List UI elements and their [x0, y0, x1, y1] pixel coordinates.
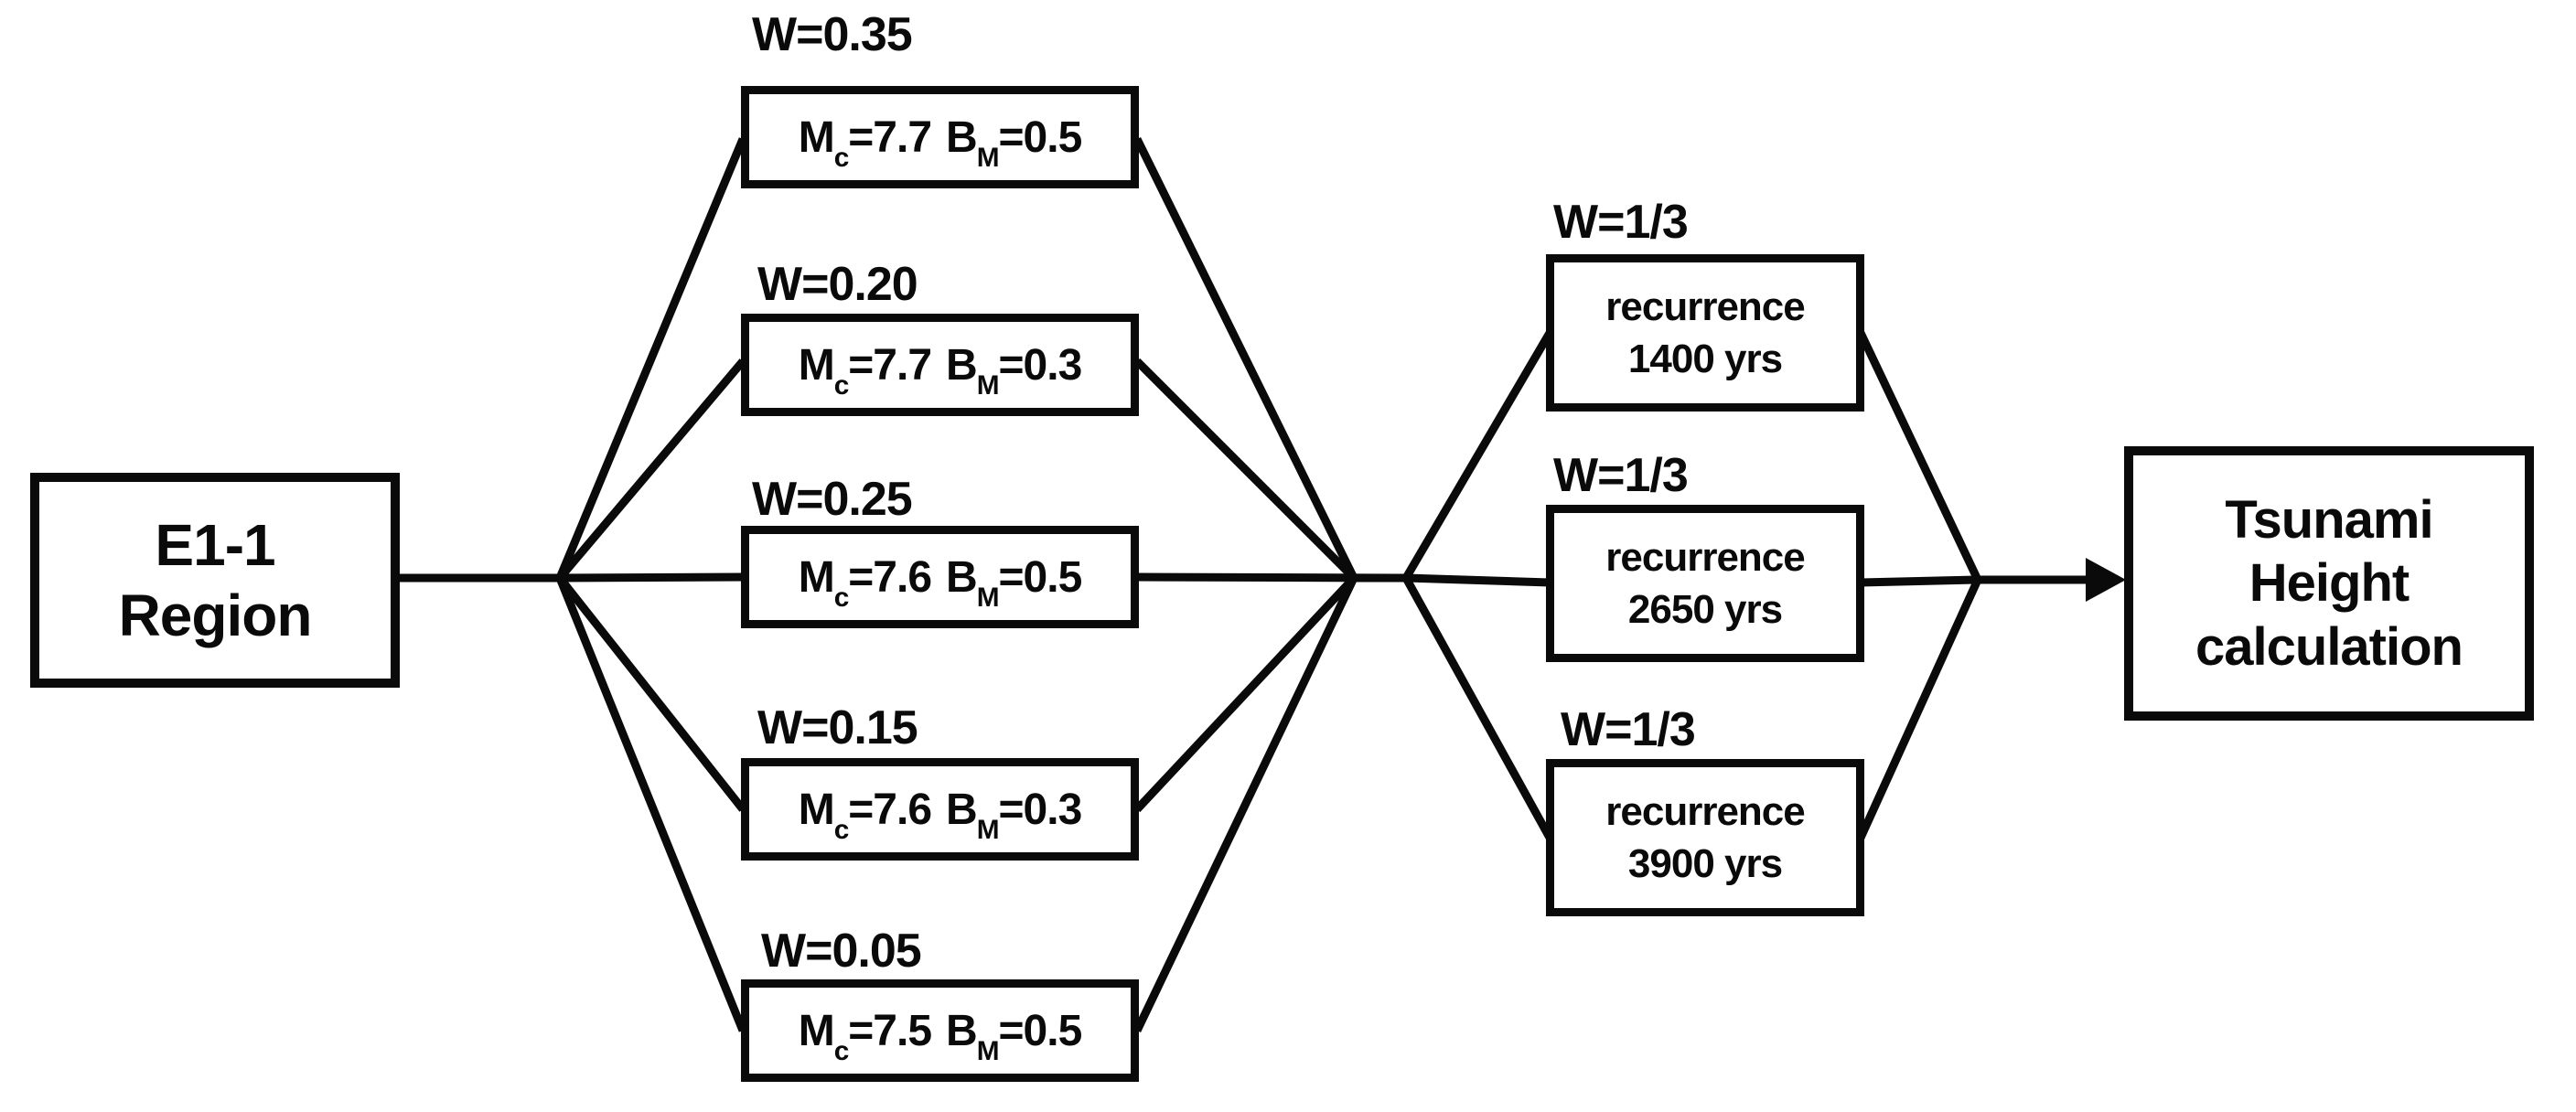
mc-value: =7.6	[848, 552, 932, 602]
mc-symbol: M	[798, 340, 835, 390]
source-region-box: E1-1 Region	[30, 473, 400, 688]
output-line1: Tsunami	[2225, 489, 2433, 550]
mc-subscript: c	[833, 583, 850, 614]
bm-symbol: B	[946, 112, 978, 162]
mc-symbol: M	[798, 552, 835, 602]
branch-weight-label: W=0.35	[752, 8, 913, 61]
source-region-line1: E1-1	[155, 511, 275, 578]
bm-subscript: M	[976, 143, 1000, 174]
branch-weight-label: W=0.25	[752, 473, 913, 526]
branch-weight-label: W=0.15	[757, 701, 918, 754]
bm-symbol: B	[946, 785, 978, 834]
recurrence-box: recurrence 1400 yrs	[1546, 254, 1864, 412]
branch-weight-label: W=0.05	[761, 925, 922, 978]
source-region-line2: Region	[118, 582, 313, 648]
recurrence-weight-label: W=1/3	[1561, 703, 1696, 756]
recurrence-years: 2650 yrs	[1627, 587, 1783, 632]
output-calculation-box: Tsunami Height calculation	[2124, 446, 2534, 721]
bm-symbol: B	[946, 1006, 978, 1055]
mc-value: =7.5	[848, 1006, 932, 1055]
bm-symbol: B	[946, 340, 978, 390]
mc-value: =7.7	[848, 112, 932, 162]
mc-subscript: c	[833, 815, 850, 846]
branch-lines	[400, 137, 2091, 1032]
recurrence-years: 1400 yrs	[1627, 337, 1783, 381]
mc-value: =7.7	[848, 340, 932, 390]
mc-symbol: M	[798, 1006, 835, 1055]
branch-weight-label: W=0.20	[757, 258, 918, 311]
recurrence-label: recurrence	[1605, 788, 1805, 834]
recurrence-weight-label: W=1/3	[1553, 449, 1689, 502]
mc-value: =7.6	[848, 785, 932, 834]
recurrence-weight-label: W=1/3	[1553, 196, 1689, 249]
bm-value: =0.5	[998, 1006, 1083, 1055]
bm-subscript: M	[976, 1036, 1000, 1067]
recurrence-label: recurrence	[1605, 534, 1805, 580]
bm-symbol: B	[946, 552, 978, 602]
recurrence-years: 3900 yrs	[1627, 841, 1783, 886]
mc-subscript: c	[833, 1036, 850, 1067]
bm-value: =0.5	[998, 112, 1083, 162]
recurrence-label: recurrence	[1605, 283, 1805, 329]
mc-symbol: M	[798, 112, 835, 162]
mc-subscript: c	[833, 370, 850, 401]
mc-subscript: c	[833, 143, 850, 174]
bm-value: =0.3	[998, 785, 1083, 834]
bm-subscript: M	[976, 815, 1000, 846]
bm-value: =0.5	[998, 552, 1083, 602]
output-line3: calculation	[2195, 616, 2463, 677]
output-line2: Height	[2249, 553, 2410, 614]
bm-subscript: M	[976, 583, 1000, 614]
arrow-head-icon	[2086, 558, 2126, 602]
bm-subscript: M	[976, 370, 1000, 401]
mc-symbol: M	[798, 785, 835, 834]
bm-value: =0.3	[998, 340, 1083, 390]
recurrence-box: recurrence 3900 yrs	[1546, 759, 1864, 916]
recurrence-box: recurrence 2650 yrs	[1546, 505, 1864, 662]
